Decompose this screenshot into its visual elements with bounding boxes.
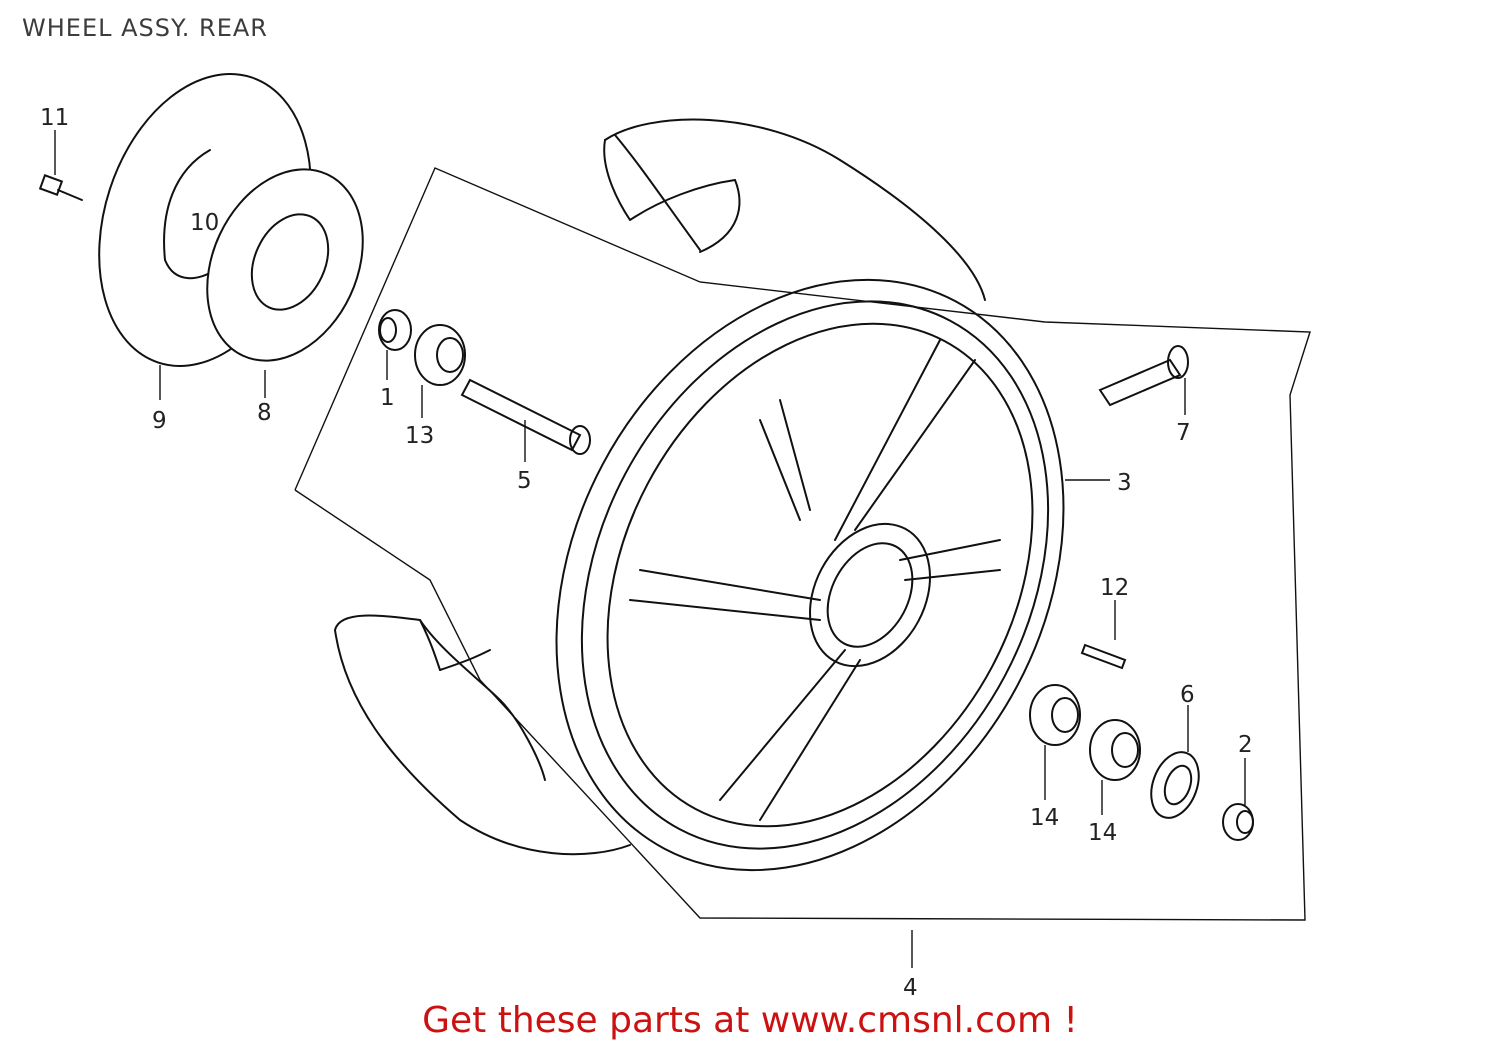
- callout-10: 10: [190, 210, 219, 236]
- callout-11: 11: [40, 105, 69, 131]
- bolt: [38, 174, 83, 201]
- assembly-boundary: [294, 167, 1311, 921]
- collar: [378, 309, 412, 351]
- callout-14-left: 14: [1030, 805, 1059, 831]
- collar-right: [1222, 803, 1254, 841]
- hub-carrier: [206, 168, 364, 362]
- diagram-title: WHEEL ASSY. REAR: [22, 14, 268, 42]
- callout-14-right: 14: [1088, 820, 1117, 846]
- bearing-left: [414, 324, 466, 386]
- callout-labels: 11 10 9 8 1 13 5 7 3 12 6 2 14 14 4: [40, 105, 1253, 1001]
- callout-13: 13: [405, 423, 434, 449]
- callout-2: 2: [1238, 732, 1253, 758]
- tire-outline: [334, 118, 986, 856]
- callout-7: 7: [1176, 420, 1191, 446]
- pin: [1080, 643, 1127, 670]
- oil-seal: [1150, 751, 1200, 819]
- distance-collar: [460, 378, 591, 455]
- valve: [1098, 345, 1189, 407]
- bearing-right-outer: [1029, 684, 1081, 746]
- callout-4: 4: [903, 975, 918, 1001]
- callout-5: 5: [517, 468, 532, 494]
- footer-promo-link[interactable]: Get these parts at www.cmsnl.com !: [422, 1000, 1078, 1041]
- callout-1: 1: [380, 385, 395, 411]
- leader-lines: [54, 130, 1246, 968]
- wheel-rim: [555, 278, 1065, 872]
- callout-8: 8: [257, 400, 272, 426]
- callout-3: 3: [1117, 470, 1132, 496]
- callout-9: 9: [152, 408, 167, 434]
- bearing-right-inner: [1089, 719, 1141, 781]
- callout-12: 12: [1100, 575, 1129, 601]
- callout-6: 6: [1180, 682, 1195, 708]
